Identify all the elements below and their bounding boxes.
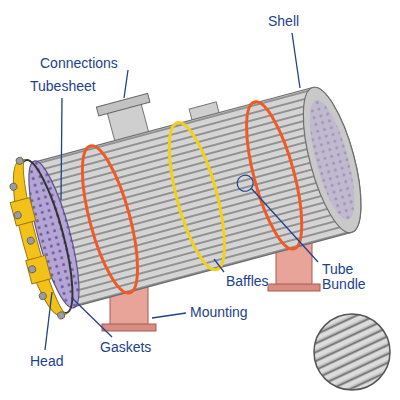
leader-line: [152, 313, 186, 318]
saddle-base: [102, 324, 156, 331]
tube-ends: [301, 96, 364, 224]
part-label: Baffles: [226, 274, 269, 289]
part-label: Mounting: [190, 305, 248, 320]
bolts: [0, 157, 65, 324]
part-label: Tube Bundle: [322, 262, 384, 293]
saddle-base: [268, 284, 320, 291]
head: [2, 159, 67, 320]
tube-bundle-inset: [314, 314, 390, 390]
part-label: Tubesheet: [30, 79, 96, 94]
head-nozzle: [26, 255, 52, 283]
part-label: Gaskets: [100, 340, 151, 355]
exchanger-body: [0, 46, 375, 324]
leader-line: [45, 292, 52, 350]
shell: [33, 82, 373, 308]
head-nozzle: [10, 198, 36, 226]
shell-end: [291, 82, 372, 238]
nozzle-flange: [96, 93, 150, 115]
leader-line: [61, 98, 62, 200]
inset-border: [314, 314, 390, 390]
leader-line: [72, 298, 112, 337]
shell-ring: [235, 97, 313, 254]
leader-line: [251, 188, 318, 262]
leader-line: [124, 70, 128, 98]
part-label: Shell: [268, 14, 299, 29]
part-label: Connections: [40, 56, 118, 71]
leader-line: [292, 33, 300, 88]
baffle: [158, 118, 236, 275]
shell-ring: [71, 141, 149, 298]
leader-line: [214, 259, 224, 272]
part-label: Head: [30, 354, 63, 369]
